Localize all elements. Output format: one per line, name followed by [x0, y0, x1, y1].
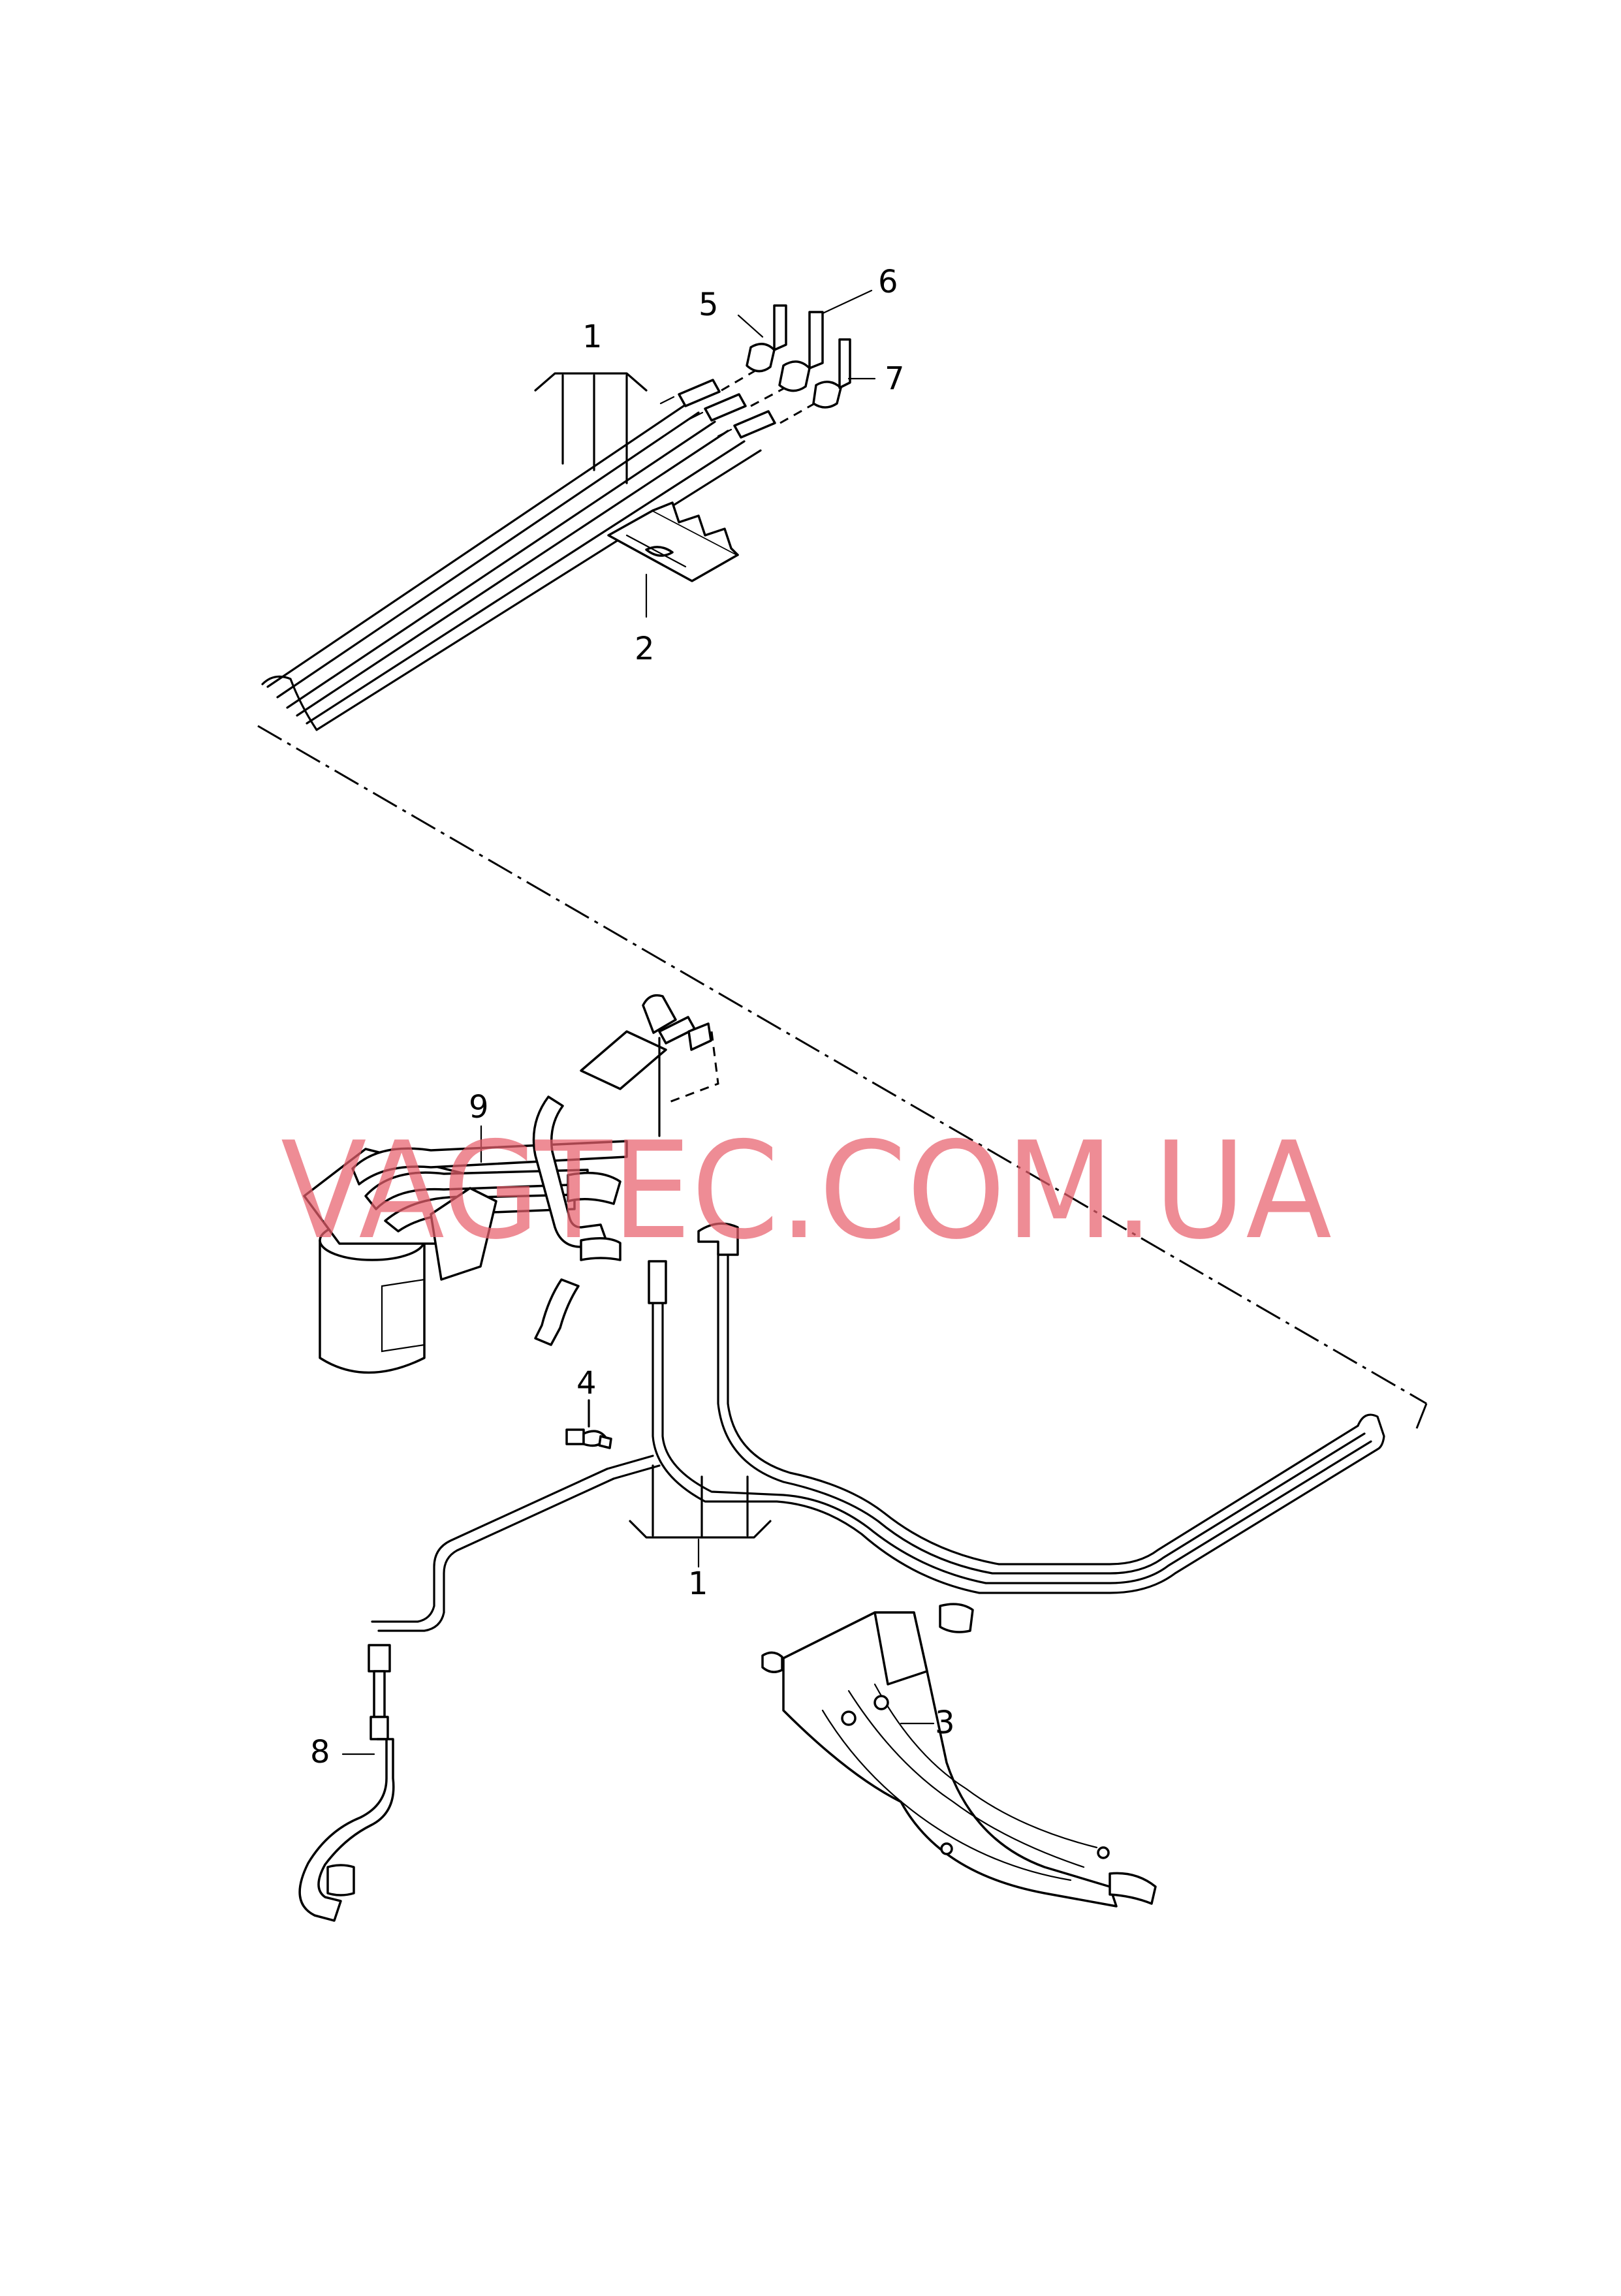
charcoal-canister-9 [303, 1140, 628, 1374]
fuel-lines-bottom [371, 1222, 1385, 1632]
connector-5 [746, 304, 787, 373]
heat-shield-3 [761, 1603, 1157, 1908]
connector-6 [778, 311, 824, 392]
watermark: VAGTEC.COM.UA [281, 1114, 1332, 1269]
clip-2 [607, 501, 739, 582]
callout-1-top: 1 [582, 319, 603, 355]
leader-lines [341, 289, 935, 1755]
callout-6: 6 [878, 264, 898, 300]
bracket-1-bottom [629, 1464, 772, 1539]
callout-7: 7 [885, 360, 905, 397]
continuation-line [257, 725, 1427, 1405]
bolt-4 [565, 1399, 612, 1449]
callout-4: 4 [576, 1365, 597, 1402]
continuation-line-short [1415, 1403, 1428, 1429]
callout-8: 8 [310, 1734, 330, 1770]
callout-2: 2 [635, 631, 655, 667]
hose-assembly-9 [532, 994, 719, 1346]
connector-7 [812, 338, 851, 409]
fuel-lines-top [261, 368, 820, 731]
callout-9: 9 [469, 1089, 489, 1125]
callout-3: 3 [935, 1705, 955, 1741]
bracket-1-top [534, 372, 648, 484]
callout-5: 5 [699, 287, 719, 323]
hose-8 [298, 1644, 395, 1922]
callout-1-bottom: 1 [688, 1565, 708, 1602]
